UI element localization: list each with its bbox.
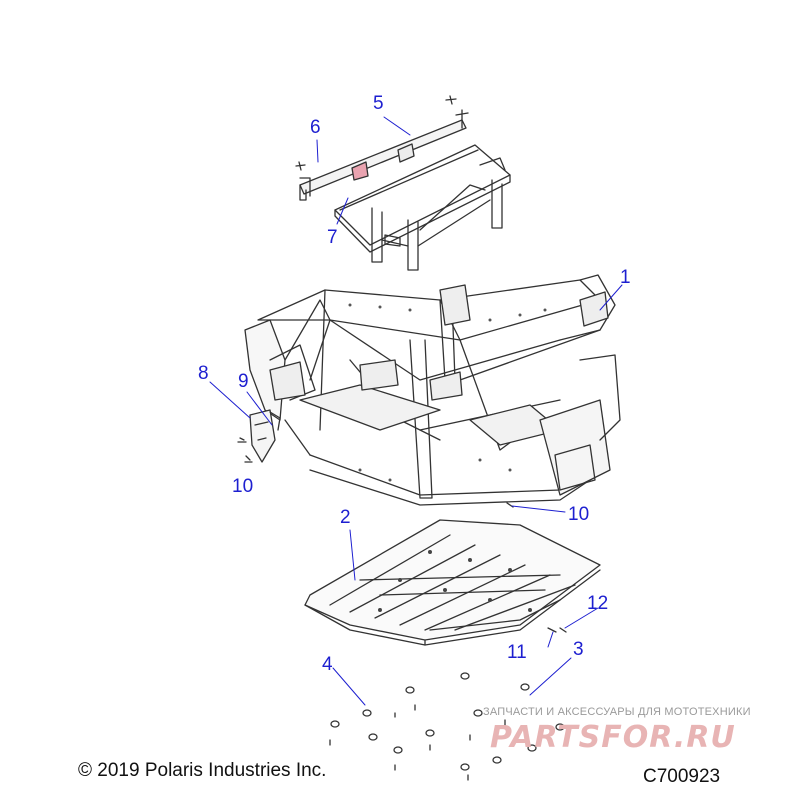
copyright-text: © 2019 Polaris Industries Inc. bbox=[78, 760, 327, 781]
main-frame-part-1 bbox=[244, 274, 621, 506]
callout-8: 8 bbox=[198, 363, 209, 384]
callout-9: 9 bbox=[238, 371, 249, 392]
callout-10-frame: 10 bbox=[568, 504, 590, 525]
watermark-logo: PARTSFOR.RU bbox=[490, 720, 736, 755]
cross-tube-part-5 bbox=[295, 95, 469, 201]
callout-2: 2 bbox=[340, 507, 351, 528]
callout-6: 6 bbox=[310, 117, 321, 138]
support-frame-part-7 bbox=[334, 144, 511, 271]
callout-7: 7 bbox=[327, 227, 338, 248]
callout-4: 4 bbox=[322, 654, 333, 675]
callout-3: 3 bbox=[573, 639, 584, 660]
watermark-tagline: ЗАПЧАСТИ И АКСЕССУАРЫ ДЛЯ МОТОТЕХНИКИ bbox=[483, 706, 751, 718]
skid-plate-part-2 bbox=[304, 519, 601, 646]
side-bracket-part-8 bbox=[249, 409, 281, 463]
callout-10-bracket: 10 bbox=[232, 476, 254, 497]
fasteners-part-10 bbox=[237, 437, 514, 508]
leader-lines bbox=[209, 116, 623, 706]
diagram-code: C700923 bbox=[643, 766, 721, 787]
callout-12: 12 bbox=[587, 593, 609, 614]
callout-5: 5 bbox=[373, 93, 384, 114]
callout-1: 1 bbox=[620, 267, 631, 288]
callout-11: 11 bbox=[507, 642, 527, 663]
fasteners-part-3-4 bbox=[329, 672, 565, 781]
